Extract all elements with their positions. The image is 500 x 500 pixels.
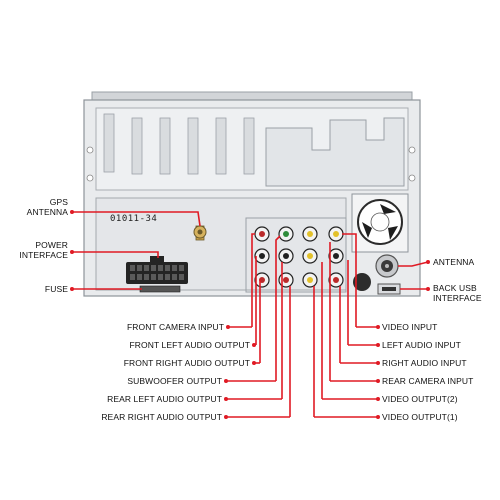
- antenna-connector: [375, 254, 399, 278]
- label-rear-right-audio-output: REAR RIGHT AUDIO OUTPUT: [101, 412, 222, 422]
- label-front-right-audio-output: FRONT RIGHT AUDIO OUTPUT: [123, 358, 250, 368]
- label-subwoofer-output: SUBWOOFER OUTPUT: [127, 376, 222, 386]
- label-power-interface: POWER INTERFACE: [19, 240, 68, 260]
- serial-sticker: 01011-34: [110, 214, 158, 224]
- label-front-left-audio-output: FRONT LEFT AUDIO OUTPUT: [129, 340, 250, 350]
- round-plug: [353, 273, 371, 291]
- fan-assembly: [351, 193, 409, 253]
- fuse: [139, 285, 181, 293]
- usb-port: [377, 283, 401, 295]
- label-left-audio-input: LEFT AUDIO INPUT: [382, 340, 461, 350]
- label-rear-camera-input: REAR CAMERA INPUT: [382, 376, 474, 386]
- label-rear-left-audio-output: REAR LEFT AUDIO OUTPUT: [107, 394, 222, 404]
- bracket: [265, 117, 405, 187]
- label-right-audio-input: RIGHT AUDIO INPUT: [382, 358, 467, 368]
- label-back-usb: BACK USB INTERFACE: [433, 283, 482, 303]
- label-fuse: FUSE: [44, 284, 68, 294]
- leader-lines: [72, 211, 429, 417]
- leader-dots: [70, 210, 430, 419]
- leader-stubs: [226, 326, 378, 418]
- label-video-input: VIDEO INPUT: [382, 322, 438, 332]
- label-video-output-2: VIDEO OUTPUT(2): [382, 394, 458, 404]
- vent-slots: [103, 113, 255, 175]
- label-gps-antenna: GPS ANTENNA: [26, 197, 68, 217]
- power-connector: [126, 256, 188, 284]
- gps-connector: [193, 225, 207, 241]
- label-front-camera-input: FRONT CAMERA INPUT: [126, 322, 224, 332]
- label-antenna: ANTENNA: [433, 257, 475, 267]
- rca-frame: [245, 217, 347, 293]
- label-video-output-1: VIDEO OUTPUT(1): [382, 412, 458, 422]
